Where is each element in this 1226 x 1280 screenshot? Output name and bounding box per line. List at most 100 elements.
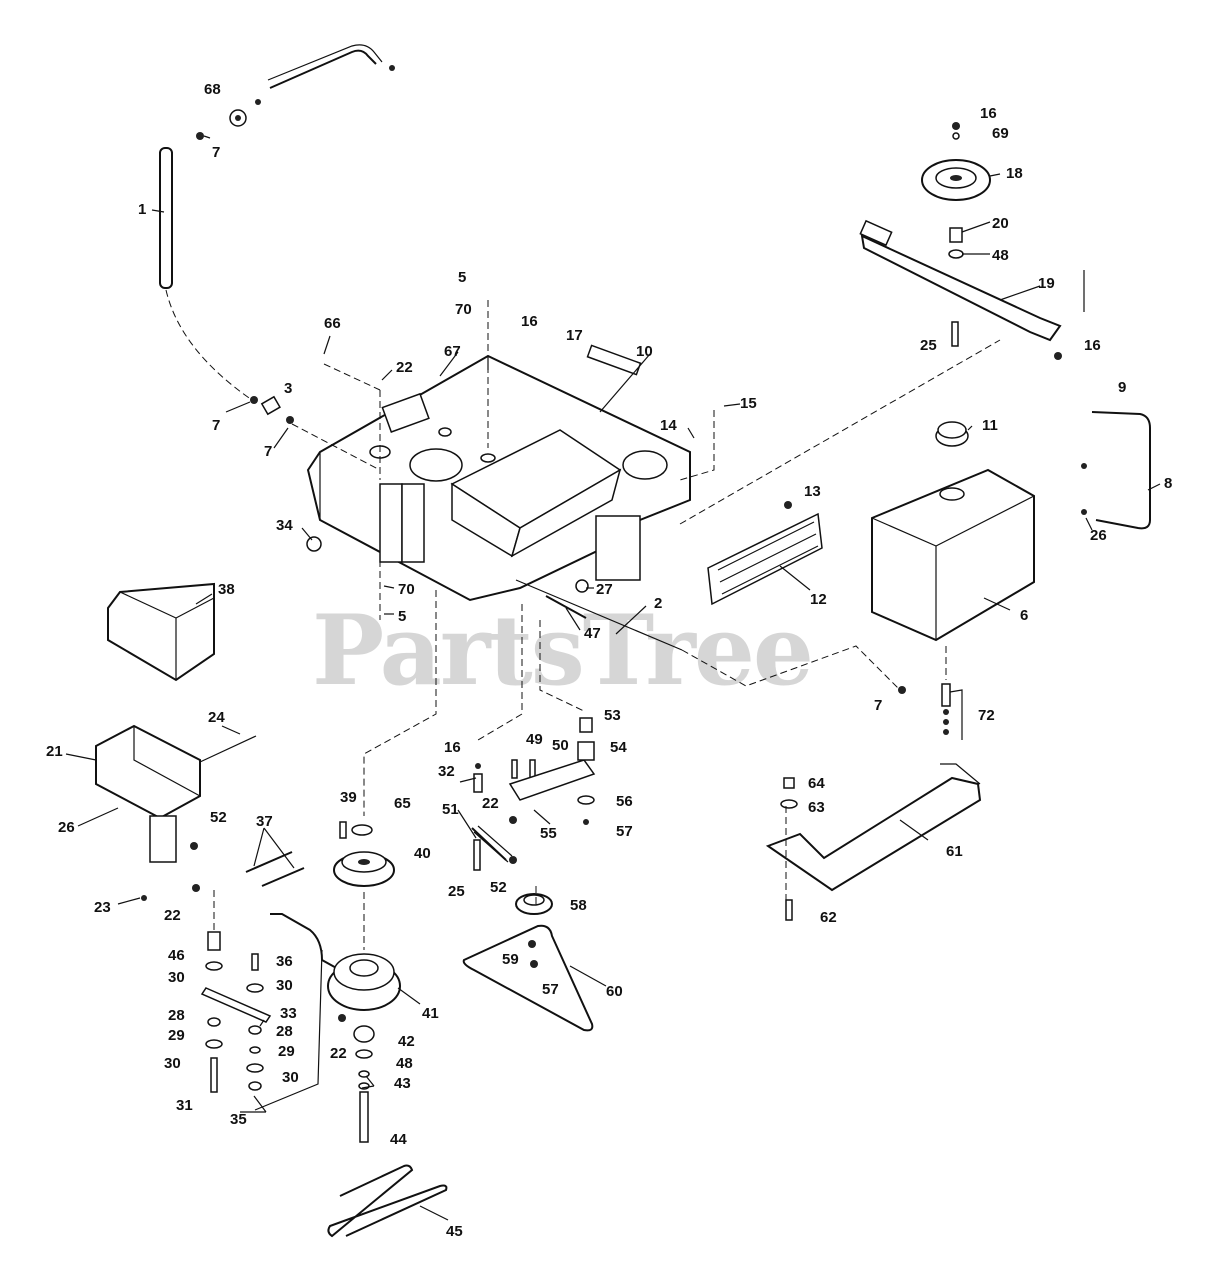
- callout-20: 20: [992, 215, 1009, 232]
- callout-35: 35: [230, 1111, 247, 1128]
- callout-25: 25: [920, 337, 937, 354]
- callout-30: 30: [282, 1069, 299, 1086]
- callout-47: 47: [584, 625, 601, 642]
- callout-29: 29: [278, 1043, 295, 1060]
- callout-13: 13: [804, 483, 821, 500]
- callout-10: 10: [636, 343, 653, 360]
- callout-48: 48: [992, 247, 1009, 264]
- callout-59: 59: [502, 951, 519, 968]
- callout-6: 6: [1020, 607, 1028, 624]
- callout-27: 27: [596, 581, 613, 598]
- callout-8: 8: [1164, 475, 1172, 492]
- idler-arm-assembly: [859, 122, 1062, 360]
- callout-7: 7: [212, 144, 220, 161]
- callout-72: 72: [978, 707, 995, 724]
- callout-17: 17: [566, 327, 583, 344]
- callout-labels: 68 7 1 5 70 16 17 66 67 22 10 3 7 7 14 1…: [46, 81, 1172, 1240]
- callout-67: 67: [444, 343, 461, 360]
- callout-55: 55: [540, 825, 557, 842]
- callout-37: 37: [256, 813, 273, 830]
- callout-48: 48: [396, 1055, 413, 1072]
- callout-64: 64: [808, 775, 825, 792]
- callout-31: 31: [176, 1097, 193, 1114]
- callout-70: 70: [398, 581, 415, 598]
- callout-5: 5: [458, 269, 466, 286]
- callout-30: 30: [164, 1055, 181, 1072]
- callout-58: 58: [570, 897, 587, 914]
- callout-53: 53: [604, 707, 621, 724]
- callout-46: 46: [168, 947, 185, 964]
- callout-56: 56: [616, 793, 633, 810]
- callout-7: 7: [212, 417, 220, 434]
- callout-39: 39: [340, 789, 357, 806]
- callout-14: 14: [660, 417, 677, 434]
- callout-33: 33: [280, 1005, 297, 1022]
- callout-12: 12: [810, 591, 827, 608]
- drive-belt: [462, 924, 594, 1032]
- callout-22: 22: [482, 795, 499, 812]
- callout-51: 51: [442, 801, 459, 818]
- callout-40: 40: [414, 845, 431, 862]
- callout-16: 16: [1084, 337, 1101, 354]
- watermark-text: PartsTree: [312, 594, 812, 707]
- callout-65: 65: [394, 795, 411, 812]
- callout-18: 18: [1006, 165, 1023, 182]
- callout-7: 7: [874, 697, 882, 714]
- callout-16: 16: [980, 105, 997, 122]
- callout-22: 22: [330, 1045, 347, 1062]
- assembly-lines: [213, 300, 1001, 950]
- callout-62: 62: [820, 909, 837, 926]
- callout-60: 60: [606, 983, 623, 1000]
- callout-1: 1: [138, 201, 146, 218]
- callout-16: 16: [444, 739, 461, 756]
- callout-7: 7: [264, 443, 272, 460]
- callout-66: 66: [324, 315, 341, 332]
- callout-44: 44: [390, 1131, 407, 1148]
- callout-25: 25: [448, 883, 465, 900]
- callout-36: 36: [276, 953, 293, 970]
- callout-2: 2: [654, 595, 662, 612]
- tension-spring: [471, 759, 536, 871]
- callout-57: 57: [616, 823, 633, 840]
- callout-28: 28: [168, 1007, 185, 1024]
- callout-23: 23: [94, 899, 111, 916]
- callout-11: 11: [982, 417, 998, 434]
- callout-52: 52: [210, 809, 227, 826]
- callout-43: 43: [394, 1075, 411, 1092]
- callout-57: 57: [542, 981, 559, 998]
- callout-34: 34: [276, 517, 293, 534]
- callout-22: 22: [396, 359, 413, 376]
- callout-45: 45: [446, 1223, 463, 1240]
- pto-clutch: [270, 913, 401, 1143]
- deck-belt: [327, 1164, 448, 1238]
- callout-19: 19: [1038, 275, 1055, 292]
- fuel-tank: [871, 421, 1035, 735]
- callout-50: 50: [552, 737, 569, 754]
- throttle-cable: [159, 44, 395, 424]
- seat-pan: [107, 582, 215, 682]
- callout-28: 28: [276, 1023, 293, 1040]
- callout-42: 42: [398, 1033, 415, 1050]
- callout-70: 70: [455, 301, 472, 318]
- callout-15: 15: [740, 395, 757, 412]
- callout-68: 68: [204, 81, 221, 98]
- callout-38: 38: [218, 581, 235, 598]
- callout-41: 41: [422, 1005, 439, 1022]
- callout-63: 63: [808, 799, 825, 816]
- leader-lines: [65, 135, 1161, 1221]
- callout-9: 9: [1118, 379, 1126, 396]
- callout-61: 61: [946, 843, 963, 860]
- callout-52: 52: [490, 879, 507, 896]
- pivot-bracket: [95, 724, 257, 901]
- callout-69: 69: [992, 125, 1009, 142]
- callout-54: 54: [610, 739, 627, 756]
- callout-29: 29: [168, 1027, 185, 1044]
- callout-24: 24: [208, 709, 225, 726]
- callout-26: 26: [1090, 527, 1107, 544]
- tank-handle: [1081, 270, 1151, 530]
- callout-16: 16: [521, 313, 538, 330]
- callout-30: 30: [168, 969, 185, 986]
- idler-bracket: [508, 717, 596, 825]
- callout-5: 5: [398, 608, 406, 625]
